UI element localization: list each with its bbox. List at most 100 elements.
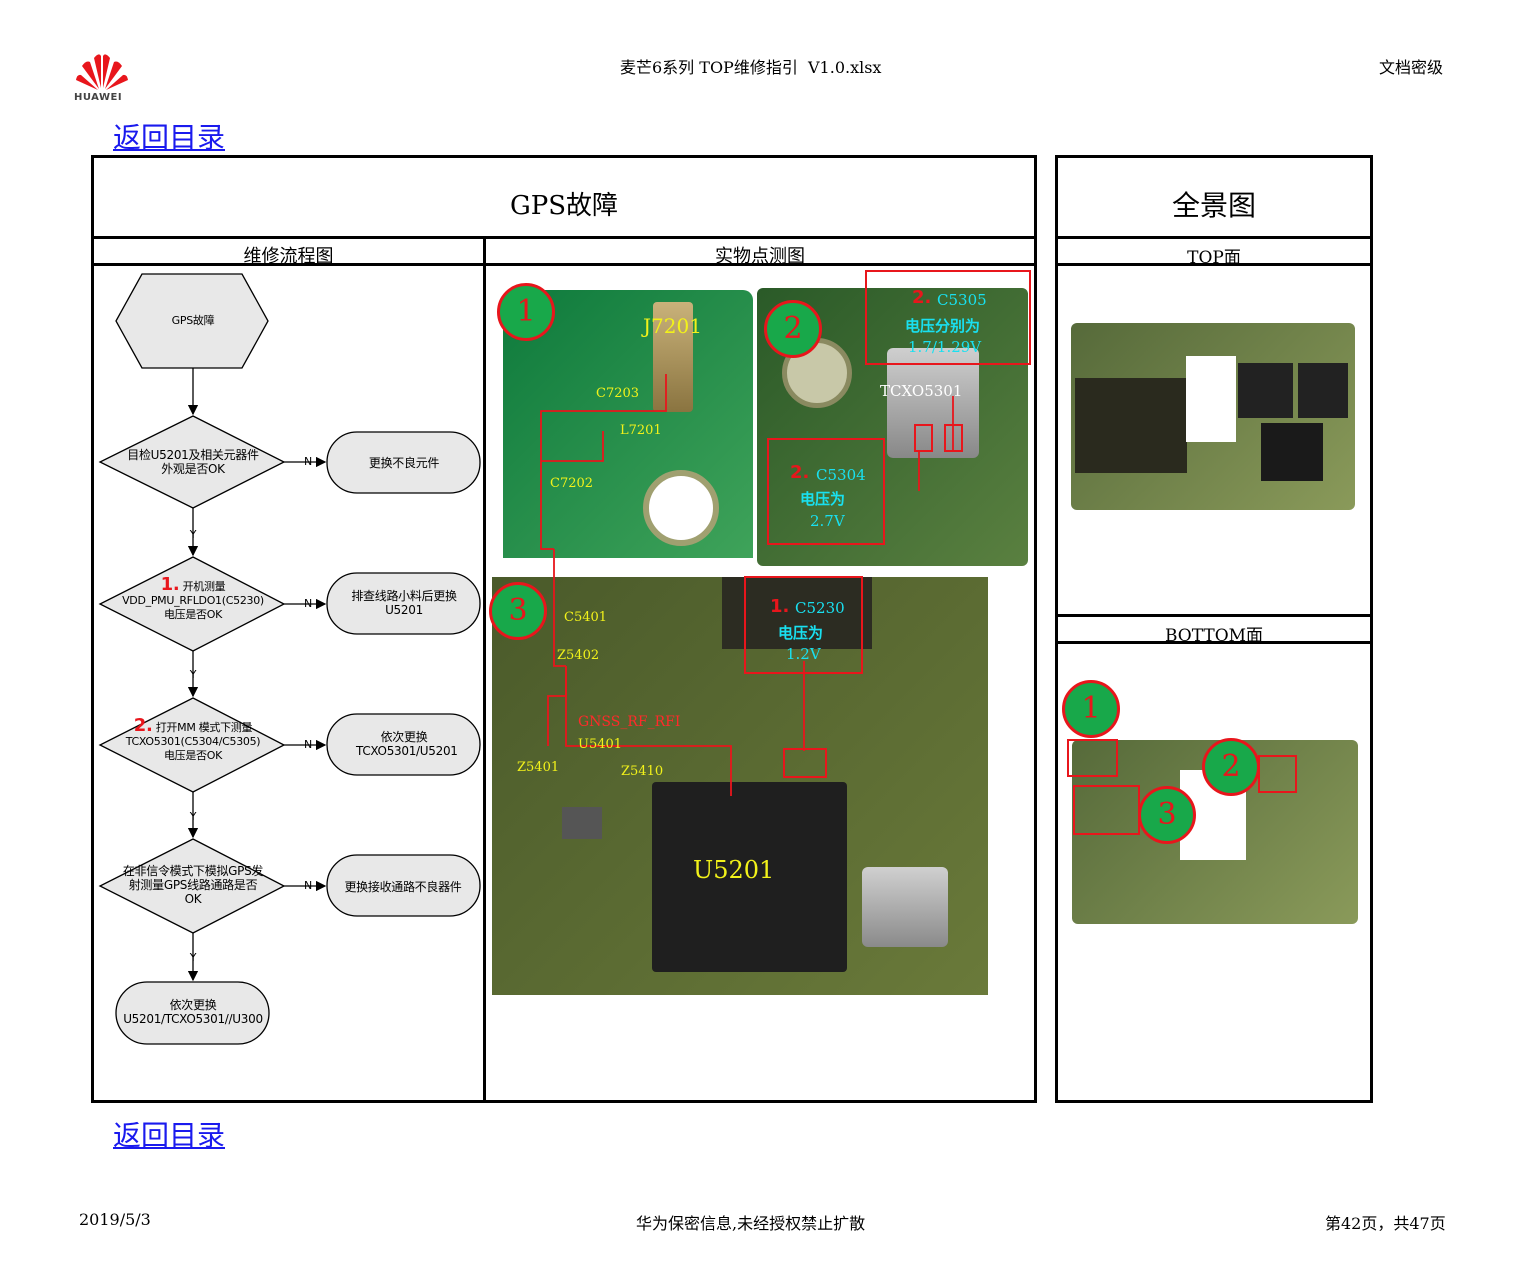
huawei-logo-icon xyxy=(76,54,128,90)
label-z5402: Z5402 xyxy=(557,648,600,663)
callout-c5230 xyxy=(744,576,863,674)
yes-label: Y xyxy=(189,668,197,681)
shield-can xyxy=(862,867,948,947)
c5230-value: 1.2V xyxy=(786,645,821,663)
flow-chart-header: 维修流程图 xyxy=(243,246,334,267)
center-cutout xyxy=(1186,356,1236,442)
back-to-toc-link-bottom[interactable]: 返回目录 xyxy=(113,1119,226,1152)
step-badge-2: 2 xyxy=(764,300,822,358)
brand-name: HUAWEI xyxy=(74,92,123,103)
c5305-label: C5305 xyxy=(937,291,987,309)
overview-mark-1 xyxy=(1067,739,1118,777)
flow-decision-1-text: 目检U5201及相关元器件外观是否OK xyxy=(127,448,259,476)
connector-block xyxy=(722,577,872,649)
start-hexagon xyxy=(115,273,269,369)
footer-page-number: 第42页，共47页 xyxy=(1325,1214,1446,1233)
top-side-label: TOP面 xyxy=(1187,248,1241,268)
flow-start-text: GPS故障 xyxy=(171,314,215,327)
mounting-hole xyxy=(643,470,719,546)
memory-chip xyxy=(1238,363,1293,418)
overview-mark-3 xyxy=(1073,785,1140,835)
callout-c5304 xyxy=(767,438,885,545)
chip-small xyxy=(562,807,602,839)
flow-step-number-1: 1. xyxy=(160,574,180,595)
c5304-desc: 电压为 xyxy=(800,490,846,508)
probe-lines xyxy=(540,374,954,796)
flow-decision-3-text: 2. 打开MM 模式下测量 TCXO5301(C5304/C5305) 电压是否… xyxy=(125,715,261,763)
antenna-connector xyxy=(653,302,693,412)
label-l7201: L7201 xyxy=(620,423,662,438)
end-terminal xyxy=(115,981,270,1045)
flow-result-1-text: 更换不良元件 xyxy=(368,456,440,470)
c5304-label: C5304 xyxy=(816,466,866,484)
c5305-desc: 电压分别为 xyxy=(905,317,981,335)
footer-confidential: 华为保密信息,未经授权禁止扩散 xyxy=(636,1214,866,1233)
label-gnss-rf-rfi: GNSS_RF_RFI xyxy=(578,714,681,730)
callout-c5305 xyxy=(865,270,1031,365)
flow-result-4-text: 更换接收通路不良器件 xyxy=(344,880,462,894)
sim-tray-area xyxy=(1075,378,1187,473)
photo-header: 实物点测图 xyxy=(715,246,805,267)
flow-result-2-text: 排查线路小料后更换U5201 xyxy=(351,589,457,617)
c5230-label: C5230 xyxy=(795,599,845,617)
flow-step-number-2: 2. xyxy=(133,715,153,736)
bottom-side-label: BOTTOM面 xyxy=(1164,626,1264,646)
c5304-value: 2.7V xyxy=(810,512,845,530)
flow-end-text: 依次更换U5201/TCXO5301//U300 xyxy=(123,998,263,1026)
main-title: GPS故障 xyxy=(509,191,619,221)
overview-badge-3: 3 xyxy=(1138,786,1196,844)
overview-panel xyxy=(1055,155,1373,1103)
result-4 xyxy=(326,854,481,917)
flow-chart xyxy=(98,273,481,1045)
no-label: N xyxy=(304,738,312,751)
probe-c5304-pad xyxy=(914,424,933,452)
label-c7202: C7202 xyxy=(550,476,594,491)
yes-label: Y xyxy=(189,528,197,541)
label-z5410: Z5410 xyxy=(621,764,664,779)
overview-title: 全景图 xyxy=(1171,189,1256,222)
result-2 xyxy=(326,572,481,635)
c5304-step: 2. xyxy=(790,462,810,483)
no-label: N xyxy=(304,597,312,610)
pcb-photo-1 xyxy=(503,290,753,558)
overview-badge-1: 1 xyxy=(1062,680,1120,738)
main-panel xyxy=(91,155,1037,1103)
pcb-photo-3 xyxy=(492,577,988,995)
step-badge-3: 3 xyxy=(489,582,547,640)
probe-c5305-pad xyxy=(944,424,963,452)
label-c7203: C7203 xyxy=(596,386,640,401)
security-level: 文档密级 xyxy=(1379,58,1444,77)
flow-result-3-text: 依次更换TCXO5301/U5201 xyxy=(356,730,458,758)
overview-badge-2: 2 xyxy=(1202,738,1260,796)
c5305-value: 1.7/1.29V xyxy=(908,338,982,356)
back-to-toc-link-top[interactable]: 返回目录 xyxy=(113,121,226,154)
footer-date: 2019/5/3 xyxy=(79,1210,151,1229)
yes-label: Y xyxy=(189,810,197,823)
label-u5201: U5201 xyxy=(693,856,775,884)
step-badge-1: 1 xyxy=(497,283,555,341)
overview-mark-2 xyxy=(1258,755,1297,793)
no-label: N xyxy=(304,879,312,892)
c5230-step: 1. xyxy=(770,596,790,617)
label-j7201: J7201 xyxy=(643,314,702,338)
no-label: N xyxy=(304,455,312,468)
tcxo-component xyxy=(887,348,979,458)
pmic-chip xyxy=(1298,363,1348,418)
label-z5401: Z5401 xyxy=(517,760,560,775)
result-1 xyxy=(326,431,481,494)
label-tcxo5301: TCXO5301 xyxy=(880,382,963,400)
probe-c5230-pad xyxy=(783,748,827,778)
result-3 xyxy=(326,713,481,776)
c5305-step: 2. xyxy=(912,287,932,308)
overview-top-board xyxy=(1071,323,1355,510)
soc-chip xyxy=(1261,423,1323,481)
huawei-logo: HUAWEI xyxy=(74,52,130,103)
label-u5401: U5401 xyxy=(578,737,623,752)
flow-decision-4-text: 在非信令模式下模拟GPS发射测量GPS线路通路是否OK xyxy=(122,864,264,906)
label-c5401: C5401 xyxy=(564,610,608,625)
u5201-chip xyxy=(652,782,847,972)
flow-decision-2-text: 1. 开机测量 VDD_PMU_RFLDO1(C5230) 电压是否OK xyxy=(122,574,264,622)
c5230-desc: 电压为 xyxy=(778,624,824,642)
yes-label: Y xyxy=(189,951,197,964)
document-title: 麦芒6系列 TOP维修指引 V1.0.xlsx xyxy=(620,58,882,77)
